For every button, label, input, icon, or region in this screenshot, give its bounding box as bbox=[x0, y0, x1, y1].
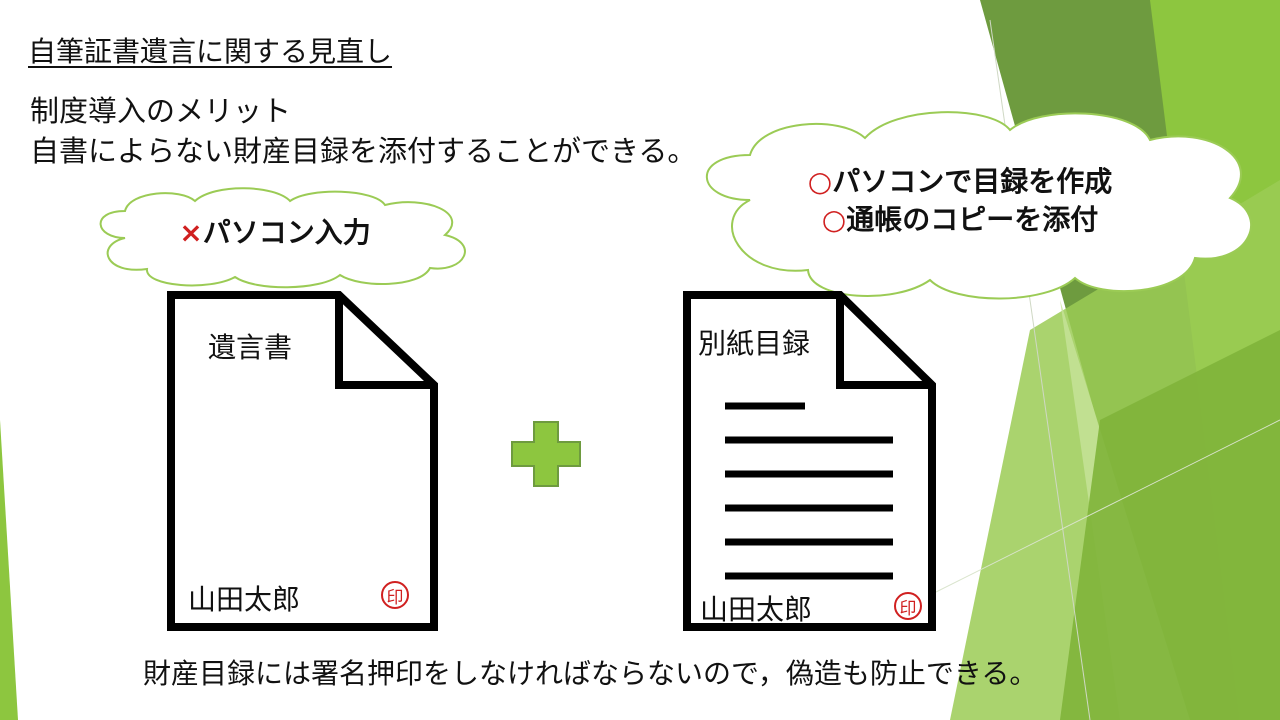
plus-icon bbox=[511, 421, 581, 487]
asset-list-heading: 別紙目録 bbox=[698, 327, 811, 360]
cloud-right-line2: ○通帳のコピーを添付 bbox=[740, 198, 1180, 238]
asset-list-document-icon bbox=[683, 291, 936, 631]
will-document-icon bbox=[167, 291, 438, 631]
cloud-left-shape bbox=[99, 187, 466, 289]
asset-list-signer: 山田太郎 bbox=[700, 593, 813, 626]
right-triangle-front bbox=[1060, 330, 1280, 720]
cloud-left-text: ×パソコン入力 bbox=[95, 211, 455, 251]
slide-title: 自筆証書遺言に関する見直し bbox=[28, 35, 393, 68]
cloud-right-line1-label: パソコンで目録を作成 bbox=[832, 165, 1113, 198]
cloud-right-shape bbox=[705, 111, 1252, 300]
merit-description: 自書によらない財産目録を添付することができる。 bbox=[30, 134, 697, 168]
will-document-heading: 遺言書 bbox=[208, 331, 293, 364]
left-accent-shape bbox=[0, 420, 18, 720]
seal-icon: 印 bbox=[894, 592, 922, 620]
cloud-right-line2-label: 通帳のコピーを添付 bbox=[846, 203, 1099, 236]
cloud-left-label: パソコン入力 bbox=[202, 216, 371, 249]
bottom-note: 財産目録には署名押印をしなければならないので，偽造も防止できる。 bbox=[143, 657, 1038, 690]
circle-mark-icon: ○ bbox=[821, 203, 847, 236]
cloud-right-line1: ○パソコンで目録を作成 bbox=[740, 160, 1180, 200]
cross-mark-icon: × bbox=[179, 216, 203, 249]
thin-line-2 bbox=[899, 419, 1280, 611]
will-document-signer: 山田太郎 bbox=[188, 583, 301, 616]
text-lines bbox=[725, 402, 893, 580]
circle-mark-icon: ○ bbox=[807, 165, 833, 198]
merit-heading: 制度導入のメリット bbox=[30, 94, 292, 128]
seal-icon: 印 bbox=[381, 581, 409, 609]
